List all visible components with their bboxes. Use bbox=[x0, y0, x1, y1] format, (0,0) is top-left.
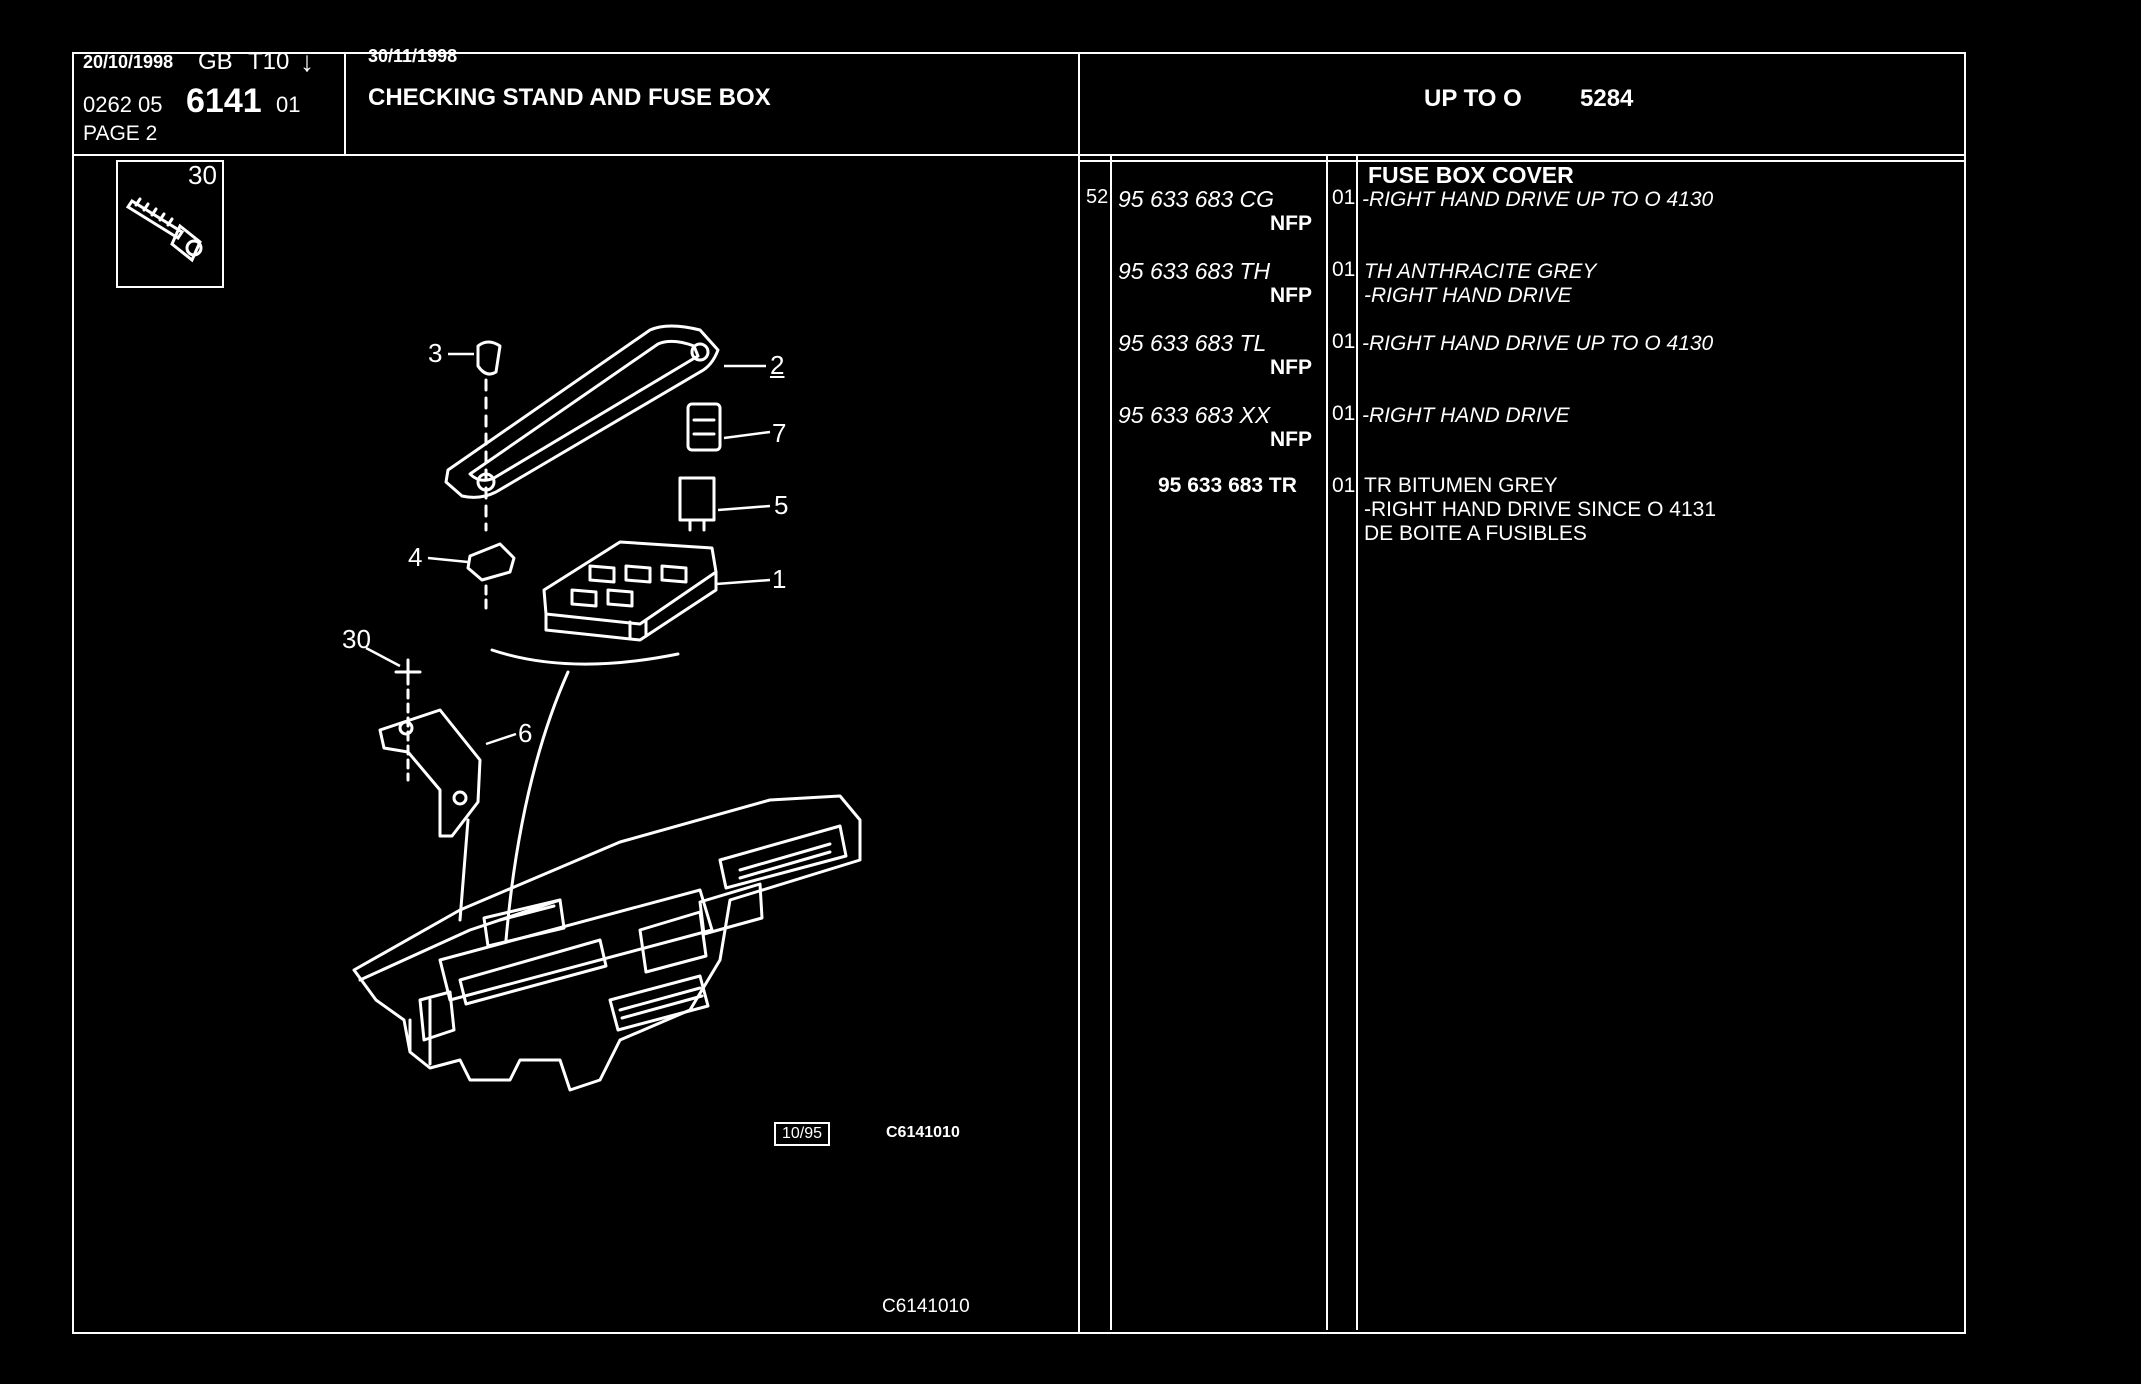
parts-heading: FUSE BOX COVER bbox=[1368, 162, 1574, 188]
row5-desc-3: DE BOITE A FUSIBLES bbox=[1364, 522, 1587, 545]
diagram-ref-code-bottom: C6141010 bbox=[882, 1296, 970, 1317]
row5-desc-1: TR BITUMEN GREY bbox=[1364, 474, 1558, 497]
header-code-prefix: 0262 05 bbox=[83, 92, 163, 117]
row3-part-no: 95 633 683 TL bbox=[1118, 330, 1267, 356]
col-divider-3 bbox=[1356, 154, 1358, 1330]
callout-3: 3 bbox=[428, 338, 443, 368]
row4-qty: 01 bbox=[1332, 402, 1356, 425]
row1-desc-1: -RIGHT HAND DRIVE UP TO O 4130 bbox=[1362, 188, 1714, 211]
up-to-value: 5284 bbox=[1580, 85, 1634, 112]
row3-desc-1: -RIGHT HAND DRIVE UP TO O 4130 bbox=[1362, 332, 1714, 355]
up-to-label: UP TO O bbox=[1424, 85, 1522, 112]
row4-nfp: NFP bbox=[1270, 428, 1312, 451]
row2-qty: 01 bbox=[1332, 258, 1356, 281]
thumbnail-box bbox=[116, 160, 224, 288]
row1-nfp: NFP bbox=[1270, 212, 1312, 235]
callout-1: 1 bbox=[772, 564, 787, 594]
row4-part-no: 95 633 683 XX bbox=[1118, 402, 1271, 428]
row5-part-no: 95 633 683 TR bbox=[1158, 474, 1297, 497]
row2-desc-2: -RIGHT HAND DRIVE bbox=[1364, 284, 1572, 307]
diagram-date-text: 10/95 bbox=[782, 1125, 823, 1142]
col-divider-2 bbox=[1326, 154, 1328, 1330]
header-page-label: PAGE 2 bbox=[83, 122, 158, 145]
callout-5: 5 bbox=[774, 490, 789, 520]
row5-qty: 01 bbox=[1332, 474, 1356, 497]
row2-nfp: NFP bbox=[1270, 284, 1312, 307]
row1-ref: 52 bbox=[1086, 186, 1109, 208]
callout-7: 7 bbox=[772, 418, 787, 448]
header-date-right: 30/11/1998 bbox=[368, 46, 458, 66]
row4-desc-1: -RIGHT HAND DRIVE bbox=[1362, 404, 1570, 427]
row3-qty: 01 bbox=[1332, 330, 1356, 353]
header-bottom-left bbox=[72, 154, 1078, 156]
callout-2: 2 bbox=[770, 350, 785, 380]
callout-30: 30 bbox=[342, 624, 371, 654]
left-right-divider bbox=[1078, 52, 1080, 1334]
row5-desc-2: -RIGHT HAND DRIVE SINCE O 4131 bbox=[1364, 498, 1717, 521]
header-lang-code: GB bbox=[198, 48, 233, 75]
row2-desc-1: TH ANTHRACITE GREY bbox=[1364, 260, 1597, 283]
diagram-date-box: 10/95 bbox=[774, 1122, 831, 1146]
col-divider-1 bbox=[1110, 154, 1112, 1330]
header-bottom-right bbox=[1080, 154, 1966, 156]
thumbnail-ref-number: 30 bbox=[188, 160, 217, 190]
header-date-left: 20/10/1998 bbox=[83, 52, 174, 72]
header-code-main: 6141 bbox=[186, 82, 262, 120]
header-variant: T10 bbox=[248, 48, 290, 75]
down-arrow-icon: ↓ bbox=[300, 46, 314, 77]
row1-part-no: 95 633 683 CG bbox=[1118, 186, 1275, 212]
header-divider bbox=[344, 52, 346, 156]
header-code-suffix: 01 bbox=[276, 92, 301, 117]
page-title: CHECKING STAND AND FUSE BOX bbox=[368, 84, 771, 111]
callout-4: 4 bbox=[408, 542, 423, 572]
parts-top-rule bbox=[1080, 160, 1966, 162]
row3-nfp: NFP bbox=[1270, 356, 1312, 379]
diagram-ref-code-inner: C6141010 bbox=[886, 1124, 960, 1141]
callout-6: 6 bbox=[518, 718, 533, 748]
row2-part-no: 95 633 683 TH bbox=[1118, 258, 1271, 284]
outer-frame bbox=[72, 52, 1966, 1334]
row1-qty: 01 bbox=[1332, 186, 1356, 209]
